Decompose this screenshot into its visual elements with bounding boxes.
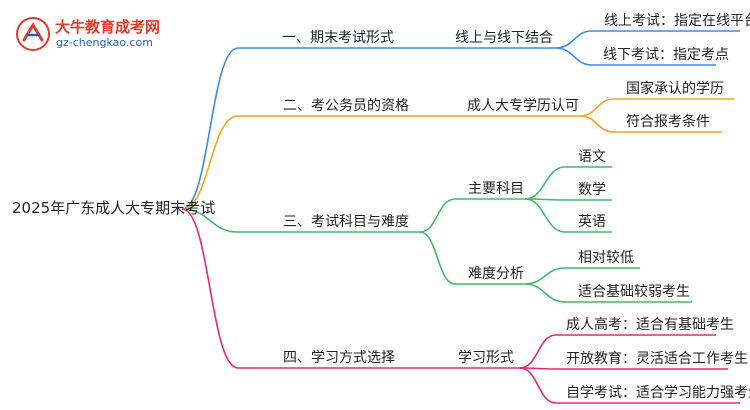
edge-leaf-open — [519, 367, 728, 370]
edge-leaf-self — [519, 367, 740, 404]
logo-brand-name: 大牛教育成考网 — [55, 18, 161, 36]
leaf-adult-college-exam: 成人高考：适合有基础考生 — [566, 317, 734, 333]
leaf-open-education: 开放教育：灵活适合工作考生 — [566, 351, 748, 367]
leaf-online-exam: 线上考试：指定在线平台 — [604, 13, 750, 29]
branch-3-topic: 三、考试科目与难度 — [283, 214, 409, 230]
leaf-recognized-degree: 国家承认的学历 — [626, 81, 724, 97]
leaf-math: 数学 — [578, 182, 606, 198]
leaf-self-study-exam: 自学考试：适合学习能力强考生 — [566, 385, 750, 401]
edge-root-branch-2 — [181, 115, 420, 210]
branch-3-subtopic-difficulty: 难度分析 — [468, 266, 524, 282]
edge-leaf-recognized — [579, 98, 734, 117]
edge-root-branch-1 — [181, 47, 420, 210]
edge-branch-3-sub-subjects — [419, 198, 525, 233]
edge-branch-3-sub-difficulty — [419, 231, 525, 285]
edge-root-branch-3 — [181, 208, 420, 233]
edge-leaf-online — [555, 30, 740, 49]
edge-root-branch-4 — [181, 208, 420, 369]
leaf-weak-foundation: 适合基础较弱考生 — [578, 284, 690, 300]
edge-leaf-requirements — [579, 115, 722, 133]
edge-leaf-english — [524, 198, 612, 233]
logo-site-url: gz-chengkao.com — [56, 36, 153, 49]
logo-emblem-icon — [16, 17, 50, 51]
edge-leaf-chinese — [524, 166, 612, 200]
leaf-meets-requirements: 符合报考条件 — [626, 114, 710, 130]
leaf-chinese: 语文 — [578, 149, 606, 165]
branch-4-topic: 四、学习方式选择 — [283, 350, 395, 366]
root-topic: 2025年广东成人大专期末考试 — [12, 199, 216, 217]
leaf-offline-exam: 线下考试：指定考点 — [603, 47, 729, 63]
branch-1-subtopic: 线上与线下结合 — [455, 30, 553, 46]
branch-2-subtopic: 成人大专学历认可 — [467, 98, 579, 114]
edge-leaf-low — [524, 267, 640, 285]
branch-3-subtopic-subjects: 主要科目 — [468, 181, 524, 197]
edge-leaf-offline — [555, 47, 716, 66]
site-logo[interactable]: 大牛教育成考网 gz-chengkao.com — [15, 14, 185, 54]
edge-leaf-adult — [519, 334, 716, 369]
branch-4-subtopic: 学习形式 — [458, 350, 514, 366]
edge-leaf-weak — [524, 283, 692, 303]
leaf-english: 英语 — [578, 214, 606, 230]
leaf-relatively-low: 相对较低 — [578, 250, 634, 266]
branch-1-topic: 一、期末考试形式 — [282, 30, 394, 46]
branch-2-topic: 二、考公务员的资格 — [283, 98, 409, 114]
edge-leaf-math — [524, 198, 612, 201]
